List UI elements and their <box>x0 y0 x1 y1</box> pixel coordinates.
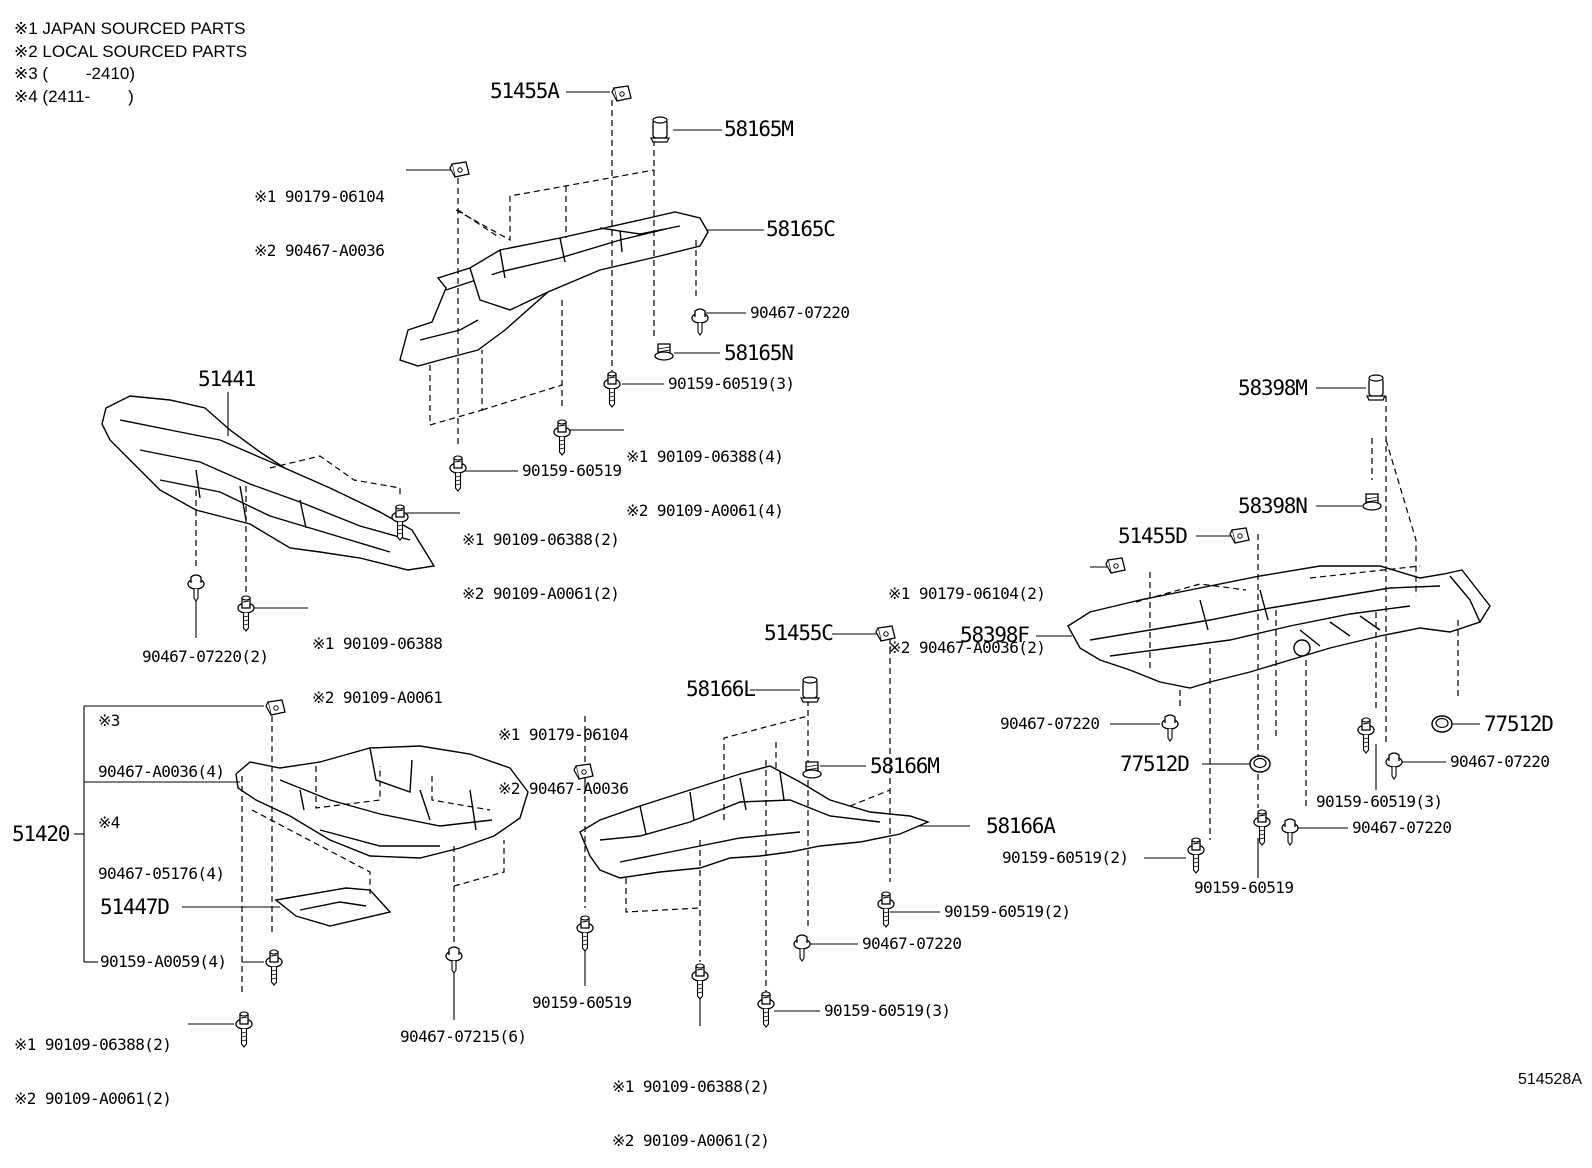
label-90109-2-a: ※1 90109-06388(2) ※2 90109-A0061(2) <box>462 530 620 603</box>
label-90159-60519-b: 90159-60519 <box>532 993 632 1012</box>
label-90159-60519-a: 90159-60519 <box>522 461 622 480</box>
label-51455d: 51455D <box>1118 524 1188 548</box>
label-90159-60519-c: 90159-60519 <box>1194 878 1294 897</box>
label-90109-4: ※1 90109-06388(4) ※2 90109-A0061(4) <box>626 447 784 520</box>
label-90109-single: ※1 90109-06388 ※2 90109-A0061 <box>312 634 443 707</box>
label-90467-07220-c: 90467-07220 <box>1000 714 1100 733</box>
label-58166a: 58166A <box>986 814 1056 838</box>
label-51447d: 51447D <box>100 895 170 919</box>
parts-diagram <box>74 85 1491 1048</box>
label-90159-60519-3-c: 90159-60519(3) <box>1316 792 1443 811</box>
note-3: ※3 ( -2410) <box>14 64 136 83</box>
label-90109-2-b: ※1 90109-06388(2) ※2 90109-A0061(2) <box>14 1035 172 1108</box>
label-58165c: 58165C <box>766 217 836 241</box>
label-51420-fasteners: ※3 90467-A0036(4) ※4 90467-05176(4) <box>98 711 225 883</box>
label-90179-top: ※1 90179-06104 ※2 90467-A0036 <box>254 187 385 260</box>
label-77512d-a: 77512D <box>1484 712 1554 736</box>
label-51455c: 51455C <box>764 621 834 645</box>
part-58165c-panel <box>399 211 709 367</box>
note-2: ※2 LOCAL SOURCED PARTS <box>14 41 248 61</box>
label-51455a: 51455A <box>490 79 560 103</box>
label-51420: 51420 <box>12 822 70 846</box>
label-90467-07215: 90467-07215(6) <box>400 1027 527 1046</box>
label-90179-mid: ※1 90179-06104 ※2 90467-A0036 <box>498 725 629 798</box>
leader-lines <box>74 91 1480 1026</box>
illustration-code: 514528A <box>1517 1071 1582 1088</box>
label-90109-2-c: ※1 90109-06388(2) ※2 90109-A0061(2) <box>612 1077 770 1150</box>
label-58398m: 58398M <box>1238 376 1308 400</box>
part-51420-panel <box>235 745 529 859</box>
label-90467-07220-d: 90467-07220 <box>1450 752 1550 771</box>
label-90467-07220-e: 90467-07220 <box>1352 818 1452 837</box>
label-90467-07220-2: 90467-07220(2) <box>142 647 269 666</box>
part-58398f-panel <box>1067 565 1491 689</box>
label-77512d-b: 77512D <box>1120 752 1190 776</box>
part-51447d-panel <box>274 887 392 927</box>
label-90467-07220-b: 90467-07220 <box>862 934 962 953</box>
part-51441-panel <box>101 395 436 571</box>
label-90179-right: ※1 90179-06104(2) ※2 90467-A0036(2) <box>888 584 1046 657</box>
label-90159-60519-2-a: 90159-60519(2) <box>944 902 1071 921</box>
label-90159-60519-2-b: 90159-60519(2) <box>1002 848 1129 867</box>
part-58166a-panel <box>579 765 930 879</box>
label-58166m: 58166M <box>870 754 940 778</box>
notes-legend: ※1 JAPAN SOURCED PARTS ※2 LOCAL SOURCED … <box>14 18 247 108</box>
note-4: ※4 (2411- ) <box>14 86 134 106</box>
label-90467-07220-a: 90467-07220 <box>750 303 850 322</box>
label-58398n: 58398N <box>1238 494 1308 518</box>
label-90159-a0059: 90159-A0059(4) <box>100 952 227 971</box>
note-1: ※1 JAPAN SOURCED PARTS <box>14 19 246 38</box>
label-90159-60519-3-b: 90159-60519(3) <box>824 1001 951 1020</box>
label-58165m: 58165M <box>724 117 794 141</box>
label-90159-60519-3-a: 90159-60519(3) <box>668 374 795 393</box>
label-58166l: 58166L <box>686 677 756 701</box>
label-58398f: 58398F <box>960 623 1030 647</box>
label-58165n: 58165N <box>724 341 794 365</box>
label-51441: 51441 <box>198 367 256 391</box>
